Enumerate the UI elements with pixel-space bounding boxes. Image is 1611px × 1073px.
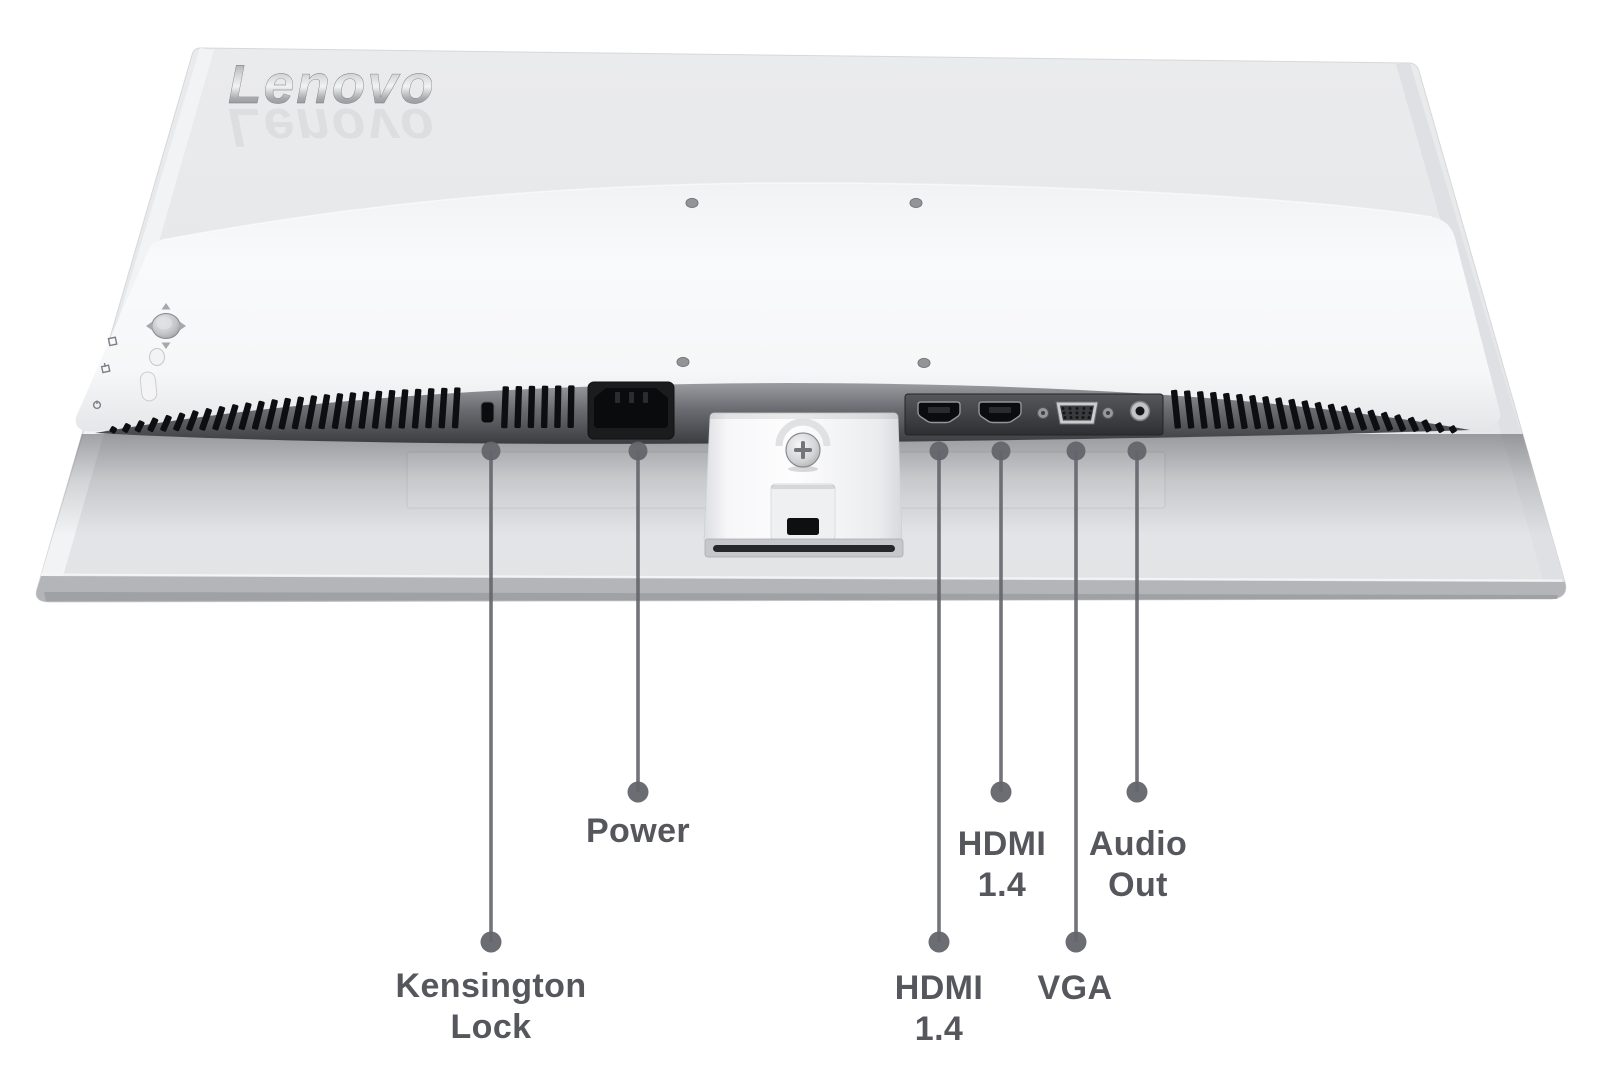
callout-text: HDMI [894, 969, 984, 1007]
power-button [139, 371, 158, 402]
vesa-screw-holes [676, 197, 931, 369]
stand-base-bracket [704, 538, 904, 558]
callout-text: Power [585, 812, 691, 850]
menu-icon [107, 336, 118, 347]
callout-label-kensington-lock: Kensington Lock [396, 966, 587, 1048]
stand-notch [770, 483, 836, 542]
port-recess [904, 393, 1164, 436]
osd-joystick [146, 303, 186, 349]
callout-text: Kensington [395, 967, 587, 1005]
leader-hdmi-1 [928, 441, 950, 953]
vesa-hole [685, 197, 699, 209]
callout-label-hdmi-2: HDMI 1.4 [958, 824, 1046, 906]
hdmi-port-2 [978, 401, 1022, 424]
vesa-hole [917, 357, 931, 369]
callout-text: 1.4 [977, 866, 1027, 904]
svg-text:Lenovo: Lenovo [228, 53, 436, 115]
cable-slot [787, 518, 819, 535]
brand-logo: Lenovo Lenovo [228, 53, 436, 159]
callout-text: Out [1108, 866, 1168, 904]
thumbscrew-ring [775, 418, 831, 447]
callout-text: Audio [1088, 825, 1188, 863]
power-inlet [587, 381, 675, 440]
vesa-hole [676, 356, 690, 368]
thumbscrew [785, 432, 821, 468]
input-icon [100, 362, 111, 374]
brand-logo-reflection: Lenovo [228, 97, 436, 159]
side-controls [92, 303, 186, 410]
leader-hdmi-2 [990, 441, 1012, 803]
leader-vga [1065, 441, 1087, 953]
callout-label-audio-out: Audio Out [1089, 824, 1187, 906]
callout-text: 1.4 [914, 1010, 964, 1048]
callout-lines [480, 441, 1148, 953]
callout-label-power: Power [586, 811, 690, 852]
kensington-lock-slot [480, 401, 495, 424]
callout-text: HDMI [957, 825, 1047, 863]
callout-label-hdmi-1: HDMI 1.4 [895, 968, 983, 1050]
leader-power [627, 441, 649, 803]
select-button [149, 348, 165, 366]
stand-mount [703, 412, 904, 558]
vga-port [1037, 401, 1114, 425]
inner-back-panel [75, 182, 1501, 432]
callout-text: VGA [1037, 969, 1113, 1007]
side-icon-strip [92, 336, 118, 410]
callout-label-vga: VGA [1038, 968, 1113, 1009]
callout-text: Lock [450, 1008, 532, 1046]
vesa-hole [909, 197, 923, 209]
hdmi-port-1 [917, 401, 961, 424]
audio-out-jack [1129, 400, 1151, 422]
leader-audio-out [1126, 441, 1148, 803]
leader-kensington-lock [480, 441, 502, 953]
